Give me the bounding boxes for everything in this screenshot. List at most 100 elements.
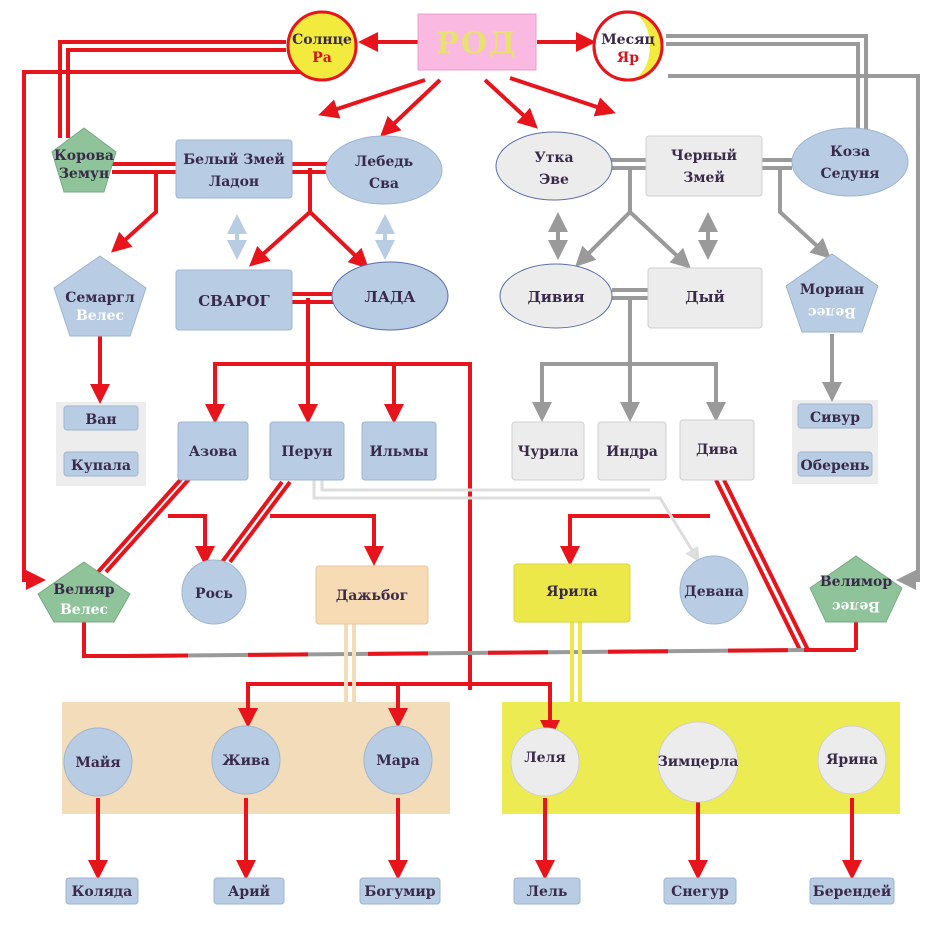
semargl-label-1: Семаргл (65, 290, 135, 306)
grey-connectors (532, 34, 920, 590)
korova-label-1: Корова (54, 148, 114, 164)
node-diy[interactable]: Дый (647, 267, 763, 329)
node-diva[interactable]: Дива (679, 419, 755, 481)
node-mara[interactable]: Мара (363, 725, 433, 795)
grey-bidirectional-arrows (548, 212, 718, 260)
node-zhiva[interactable]: Жива (211, 725, 281, 795)
snegur-label: Снегур (671, 884, 729, 900)
lebed-label-1: Лебедь (355, 154, 413, 170)
veliyar-label-1: Велияр (53, 582, 114, 598)
sivur-label: Сивур (810, 410, 860, 426)
utka-label-2: Эве (539, 172, 569, 188)
node-rod[interactable]: РОД (417, 13, 537, 71)
solntse-label-1: Солнце (292, 32, 352, 48)
koza-label-1: Коза (830, 144, 870, 160)
zhiva-label: Жива (222, 753, 270, 769)
mesyats-label-2: Яр (617, 50, 639, 66)
churila-label: Чурила (518, 444, 579, 460)
perun-label: Перун (281, 444, 332, 460)
yellow-connectors (570, 622, 582, 702)
velimor-label-2: Велес (832, 598, 880, 614)
oberen-label: Оберень (801, 458, 870, 474)
azova-label: Азова (189, 444, 237, 460)
node-zimtserla[interactable]: Зимцерла (657, 721, 739, 803)
node-svarog[interactable]: СВАРОГ (175, 269, 293, 331)
korova-label-2: Земун (59, 166, 109, 182)
koza-label-2: Седуня (821, 166, 880, 182)
red-connectors (22, 32, 862, 880)
rod-label: РОД (436, 26, 517, 61)
bottom-dashed-line (127, 648, 805, 658)
mayya-label: Майя (75, 754, 120, 771)
node-lel[interactable]: Лель (513, 877, 581, 905)
node-yarina[interactable]: Ярина (817, 725, 887, 795)
node-dazhbog[interactable]: Дажьбог (315, 565, 429, 625)
node-morian[interactable]: Мориан Велес (785, 253, 879, 333)
semargl-label-2: Велес (76, 308, 124, 324)
node-utka[interactable]: Утка Эве (495, 131, 613, 201)
diva-label: Дива (696, 442, 738, 458)
lada-label: ЛАДА (364, 288, 416, 306)
node-ariy[interactable]: Арий (213, 877, 285, 905)
velimor-label-1: Велимор (820, 574, 892, 590)
node-devana[interactable]: Девана (679, 555, 749, 625)
node-ros[interactable]: Рось (181, 559, 247, 625)
diy-label: Дый (685, 288, 725, 306)
node-berendey[interactable]: Берендей (809, 877, 895, 905)
kupala-label: Купала (71, 458, 131, 474)
node-sivur[interactable]: Сивур (797, 403, 873, 429)
node-indra[interactable]: Индра (597, 421, 667, 481)
ariy-label: Арий (228, 883, 270, 900)
solntse-label-2: Ра (312, 50, 332, 66)
mara-label: Мара (376, 753, 419, 769)
lebed-label-2: Сва (369, 176, 399, 192)
node-lada[interactable]: ЛАДА (331, 261, 449, 331)
node-diviya[interactable]: Дивия (499, 263, 613, 329)
mesyats-label-1: Месяц (601, 32, 655, 48)
node-snegur[interactable]: Снегур (663, 877, 737, 905)
yarila-label: Ярила (546, 584, 597, 600)
yarina-label: Ярина (826, 752, 878, 768)
devana-label: Девана (684, 584, 743, 600)
node-solntse[interactable]: Солнце Ра (286, 10, 358, 82)
node-beliy-zmey[interactable]: Белый Змей Ладон (175, 139, 293, 199)
node-veliyar[interactable]: Велияр Велес (37, 561, 131, 623)
van-label: Ван (85, 412, 116, 428)
node-lebed[interactable]: Лебедь Сва (325, 135, 443, 205)
zimtserla-label: Зимцерла (658, 754, 739, 770)
morian-label-2: Велес (808, 304, 856, 320)
lelya-label: Леля (524, 750, 566, 766)
node-cherniy-zmey[interactable]: Черный Змей (645, 135, 763, 197)
indra-label: Индра (606, 444, 658, 460)
node-koza[interactable]: Коза Седуня (791, 127, 909, 197)
beliy-zmey-label-1: Белый Змей (183, 151, 285, 168)
node-yarila[interactable]: Ярила (513, 563, 631, 623)
node-ilmy[interactable]: Ильмы (361, 421, 437, 481)
ros-label: Рось (195, 586, 233, 602)
node-mesyats[interactable]: Месяц Яр (592, 10, 664, 82)
diviya-label: Дивия (527, 288, 584, 306)
utka-label-1: Утка (534, 150, 573, 166)
ilmy-label: Ильмы (370, 444, 429, 460)
node-semargl[interactable]: Семаргл Велес (53, 255, 147, 337)
node-kupala[interactable]: Купала (63, 451, 139, 477)
node-oberen[interactable]: Оберень (797, 451, 873, 477)
node-velimor[interactable]: Велимор Велес (809, 555, 903, 623)
node-kolyada[interactable]: Коляда (65, 877, 139, 905)
pale-connectors (344, 624, 356, 702)
morian-label-1: Мориан (800, 282, 864, 298)
node-churila[interactable]: Чурила (511, 421, 585, 481)
node-mayya[interactable]: Майя (63, 727, 133, 797)
node-korova[interactable]: Корова Земун (51, 127, 117, 193)
veliyar-label-2: Велес (60, 602, 108, 618)
beliy-zmey-label-2: Ладон (209, 174, 259, 190)
node-bogumir[interactable]: Богумир (359, 877, 441, 905)
dazhbog-label: Дажьбог (336, 588, 408, 604)
node-azova[interactable]: Азова (177, 421, 249, 481)
node-perun[interactable]: Перун (269, 421, 345, 481)
node-lelya[interactable]: Леля (510, 727, 580, 797)
lel-label: Лель (527, 884, 568, 900)
node-van[interactable]: Ван (63, 405, 139, 431)
